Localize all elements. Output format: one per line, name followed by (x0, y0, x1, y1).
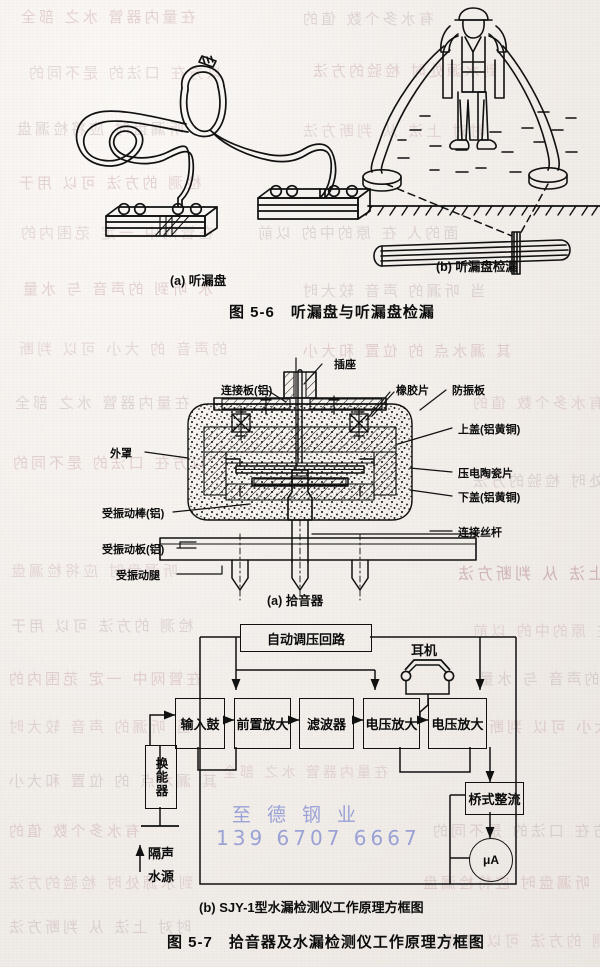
block-bridge-rectifier[interactable]: 桥式整流 (465, 782, 524, 815)
block-auto-voltage-loop[interactable]: 自动调压回路 (240, 624, 372, 652)
label-rubber-sheet: 橡胶片 (396, 385, 429, 397)
label-vibration-leg: 受振动腿 (116, 570, 160, 582)
block-voltage-amplifier-2[interactable]: 电压放大 (428, 698, 487, 749)
figure-5-7-subcaption-a: (a) 拾音器 (267, 594, 324, 608)
figure-5-6-subcaption-a: (a) 听漏盘 (170, 274, 227, 288)
figure-5-7-caption: 图 5-7 拾音器及水漏检测仪工作原理方框图 (167, 934, 485, 951)
label-sound-insulation-line1: 隔声 (148, 846, 175, 861)
label-vibration-plate: 受振动板(铝) (102, 544, 165, 556)
label-upper-cover: 上盖(铝黄铜) (458, 424, 521, 436)
block-transducer[interactable]: 换能器 (145, 745, 177, 809)
label-connecting-screw: 连接丝杆 (458, 527, 502, 539)
label-earphone: 耳机 (411, 643, 438, 658)
label-socket: 插座 (334, 359, 356, 371)
label-lower-cover: 下盖(铝黄铜) (458, 492, 521, 504)
label-anti-vibration-plate: 防振板 (452, 385, 485, 397)
label-piezo-ceramic: 压电陶瓷片 (458, 468, 513, 480)
figure-5-6b-drawing (362, 7, 600, 275)
figure-5-6-drawing (75, 55, 371, 237)
label-vibration-rod: 受振动棒(铝) (102, 508, 165, 520)
label-connecting-plate: 连接板(铝) (221, 385, 273, 397)
figure-5-6-caption: 图 5-6 听漏盘与听漏盘检漏 (229, 304, 435, 321)
figure-5-7-subcaption-b: (b) SJY-1型水漏检测仪工作原理方框图 (199, 900, 424, 915)
label-sound-insulation-line2: 水源 (148, 869, 175, 884)
microammeter[interactable]: μA (469, 838, 513, 882)
label-outer-cover: 外罩 (110, 448, 132, 460)
